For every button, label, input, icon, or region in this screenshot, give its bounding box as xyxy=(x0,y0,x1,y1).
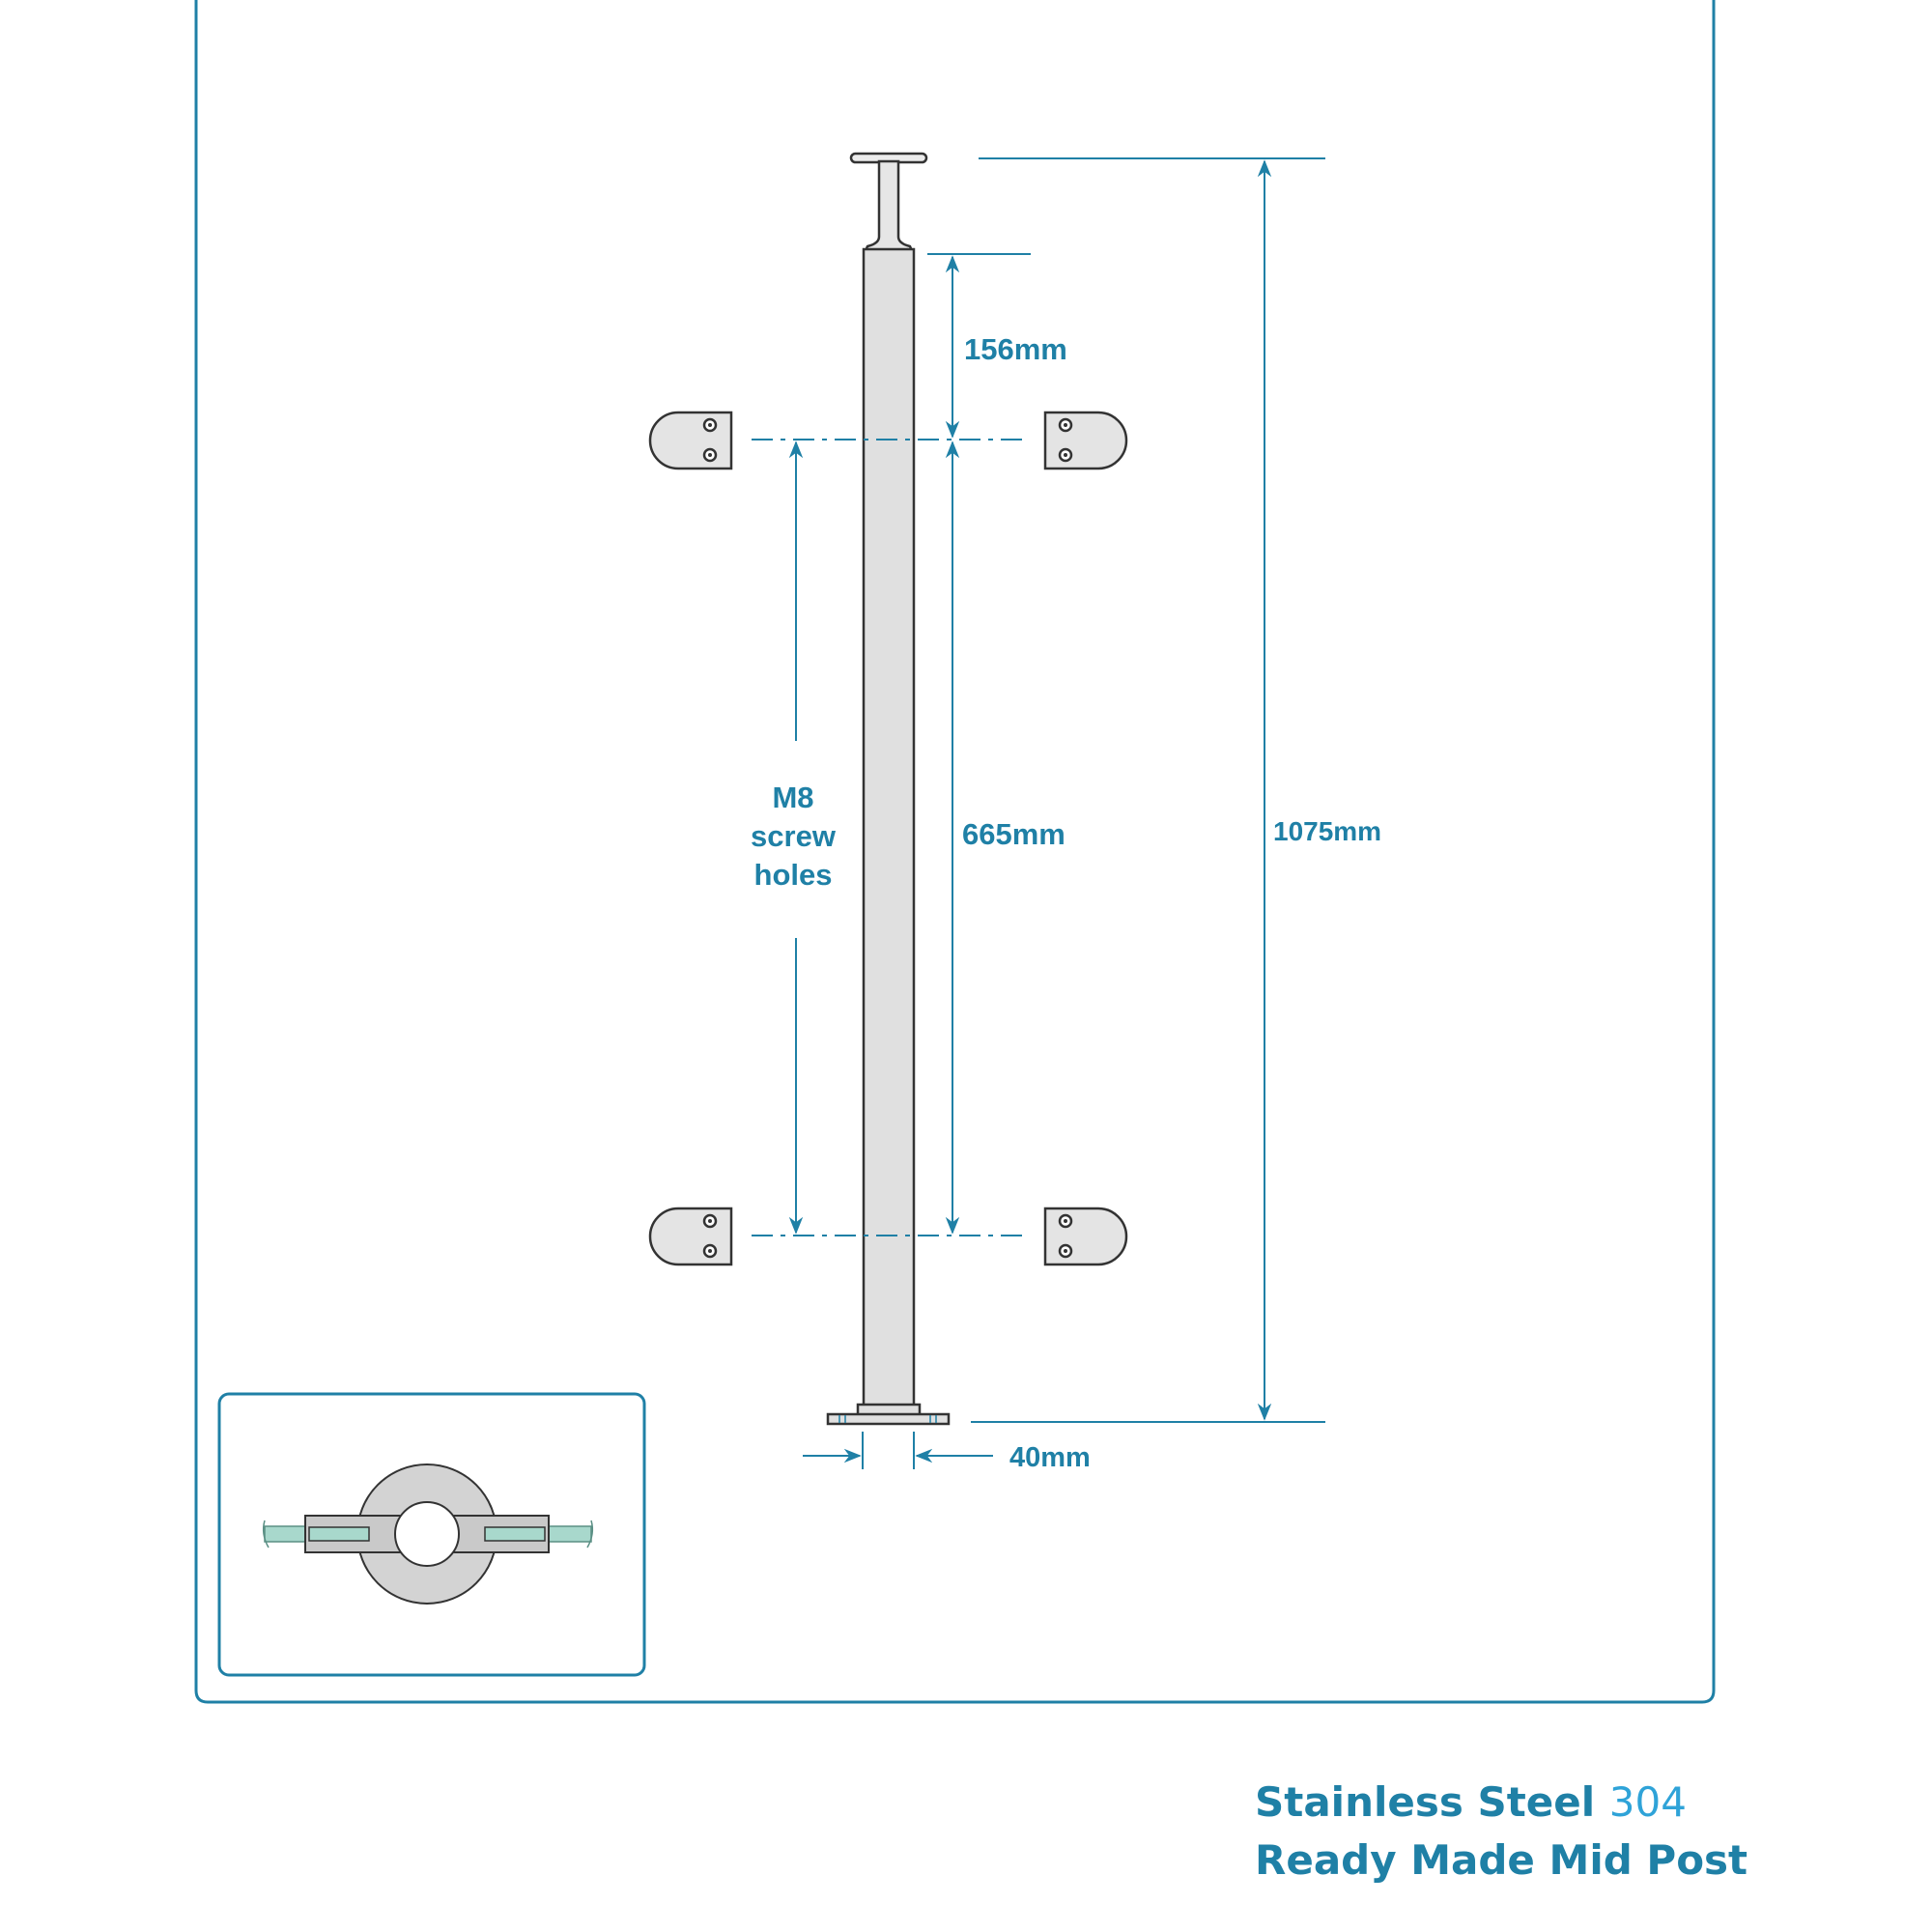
m8-note-line3: holes xyxy=(754,858,833,892)
dim-156-label: 156mm xyxy=(964,332,1067,366)
m8-note-line2: screw xyxy=(751,819,837,853)
dim-1075-label: 1075mm xyxy=(1273,816,1381,846)
base-plate-ticks xyxy=(838,1415,937,1423)
clamp-top-right xyxy=(1043,411,1128,470)
post-neck xyxy=(863,159,915,255)
mid-post xyxy=(826,152,951,1426)
clamp-bottom-left xyxy=(648,1207,733,1266)
post-tube xyxy=(862,247,916,1410)
post-base-plate xyxy=(826,1412,951,1426)
clamp-bottom-right xyxy=(1043,1207,1128,1266)
top-view-inset xyxy=(262,1463,594,1605)
dimension-lines xyxy=(788,157,1325,1469)
title-material: Stainless Steel xyxy=(1255,1778,1609,1826)
dim-665-label: 665mm xyxy=(962,817,1065,851)
m8-note-line1: M8 xyxy=(772,781,813,814)
clamp-top-left xyxy=(648,411,733,470)
post-tube-section xyxy=(394,1501,460,1567)
product-title-line1: Stainless Steel 304 xyxy=(1255,1778,1687,1826)
drawing-frame xyxy=(194,0,1716,1704)
dim-40-label: 40mm xyxy=(1009,1442,1091,1473)
product-title-line2: Ready Made Mid Post xyxy=(1255,1836,1747,1884)
title-grade: 304 xyxy=(1609,1778,1687,1826)
